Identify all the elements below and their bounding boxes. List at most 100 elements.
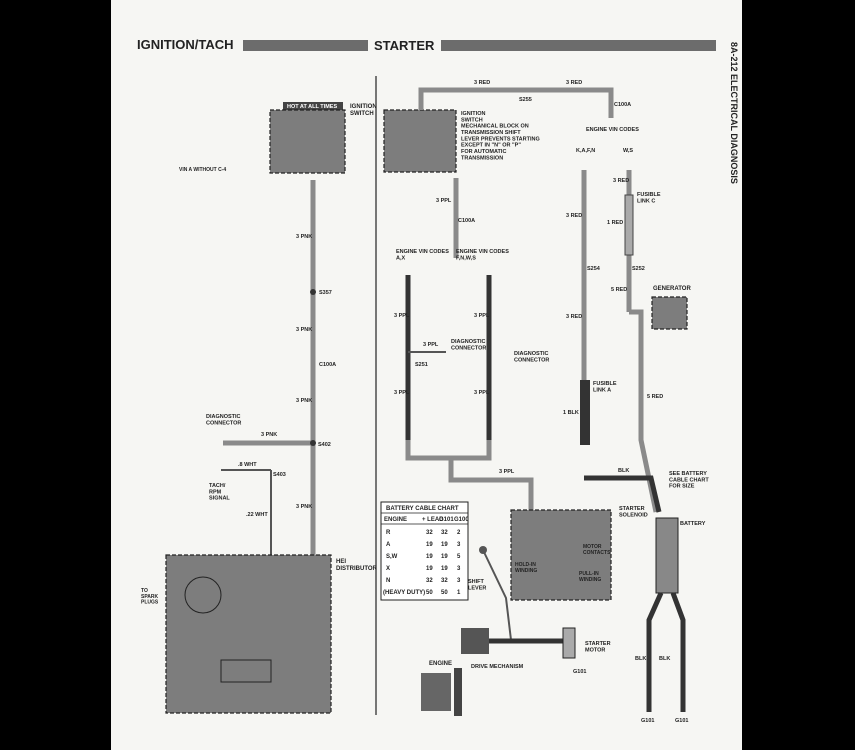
wire-red-e-label: 3 RED [566, 314, 582, 320]
wire-top-1-label: 3 RED [474, 80, 490, 86]
chart-cell: R [386, 530, 391, 536]
vin-note: VIN A WITHOUT C-4 [179, 167, 226, 173]
wire-b-label: 3 PNK [296, 327, 312, 333]
hot-label: HOT AT ALL TIMES [287, 104, 337, 110]
vin-codes-1: K,A,F,N [576, 148, 595, 154]
chart-cell: 19 [426, 566, 433, 572]
chart-cell: 3 [457, 566, 461, 572]
chart-cell: 2 [457, 530, 461, 536]
chart-cell: 19 [426, 542, 433, 548]
wire-red-top [418, 87, 614, 118]
splice-s357 [310, 289, 316, 295]
chart-cell: S,W [386, 554, 398, 560]
wire-ppl-5-label: 3 PPL [394, 390, 410, 396]
hei-distributor-box [165, 554, 332, 714]
wire-c-label: 3 PNK [296, 398, 312, 404]
chart-header-3: G100 [454, 517, 469, 523]
conn-c100a-label: C100A [458, 218, 475, 224]
chart-cell: 19 [441, 554, 448, 560]
chart-header-0: ENGINE [384, 517, 407, 523]
splice-s251-label: S251 [415, 362, 428, 368]
drive-label: DRIVE MECHANISM [471, 664, 524, 670]
conn-1-label: C100A [319, 362, 336, 368]
fusible-link-c [624, 194, 634, 256]
battery-box [655, 517, 679, 594]
chart-cell: 19 [426, 554, 433, 560]
generator-box [651, 296, 688, 330]
chart-cell: 19 [441, 566, 448, 572]
chart-header-1: + LEAD [422, 517, 444, 523]
splice-s254-label: S254 [587, 266, 601, 272]
splice-1-label: S357 [319, 290, 332, 296]
wire-ppl-3-label: 3 PPL [474, 313, 490, 319]
g101-b-label: G101 [675, 718, 688, 724]
chart-rows: R 32 32 2 A 19 19 3 S,W 19 19 5 X 19 19 … [383, 530, 461, 596]
chart-cell: N [386, 578, 390, 584]
wire-red-d-label: 5 RED [611, 287, 627, 293]
wire-top-2-label: 3 RED [566, 80, 582, 86]
splice-top-label: S255 [519, 97, 532, 103]
starter-solenoid-box [510, 509, 612, 601]
hot-label-box [283, 102, 343, 110]
splice-2-label: S402 [318, 442, 331, 448]
splice-3-label: S403 [273, 472, 286, 478]
shift-lever-line [482, 549, 512, 641]
wire-ppl-1-label: 3 PPL [436, 198, 452, 204]
engine-label: ENGINE [429, 661, 452, 667]
ignition-switch-box-right [383, 109, 457, 173]
wire-blk-g101-b [670, 592, 686, 712]
g101-c-label: G101 [573, 669, 586, 675]
battery-cable-chart [380, 501, 469, 601]
chart-cell: 3 [457, 578, 461, 584]
chart-cell: 50 [426, 590, 433, 596]
wire-g-label: 3 PNK [296, 504, 312, 510]
chart-cell: 32 [441, 578, 448, 584]
header-bar-right [441, 40, 716, 51]
blk-left-label: BLK [635, 656, 646, 662]
chart-cell: 3 [457, 542, 461, 548]
wire-red-a-label: 3 RED [566, 213, 582, 219]
wire-red-c-label: 3 RED [613, 178, 629, 184]
engine-box [421, 673, 451, 711]
starter-motor-box [562, 627, 576, 659]
splice-s402 [310, 440, 316, 446]
side-label: 8A-212 ELECTRICAL DIAGNOSIS [729, 42, 739, 184]
module-icon [220, 659, 272, 683]
wire-blk-label: 1 BLK [563, 410, 579, 416]
wire-red-f-label: 5 RED [647, 394, 663, 400]
vin-codes-2: W,S [623, 148, 633, 154]
generator-label: GENERATOR [653, 286, 691, 292]
chart-header-2: G101 [439, 517, 454, 523]
header-bar-left [243, 40, 368, 51]
wire-ppl-7-label: 3 PPL [499, 469, 515, 475]
chart-cell: 5 [457, 554, 461, 560]
chart-cell: A [386, 542, 391, 548]
wire-ppl-bottom [405, 440, 492, 461]
chart-cell: 32 [426, 530, 433, 536]
chart-cell: 32 [441, 530, 448, 536]
wire-e-label: .8 WHT [238, 462, 257, 468]
ignition-switch-box-left [269, 109, 346, 174]
wire-ppl-2-label: 3 PPL [394, 313, 410, 319]
manual-page: IGNITION/TACH STARTER 8A-212 ELECTRICAL … [111, 0, 742, 750]
wire-red-b-label: 1 RED [607, 220, 623, 226]
chart-cell: 32 [426, 578, 433, 584]
chart-title: BATTERY CABLE CHART [386, 506, 459, 512]
wire-ppl-6-label: 3 PPL [474, 390, 490, 396]
chart-cell: X [386, 566, 390, 572]
